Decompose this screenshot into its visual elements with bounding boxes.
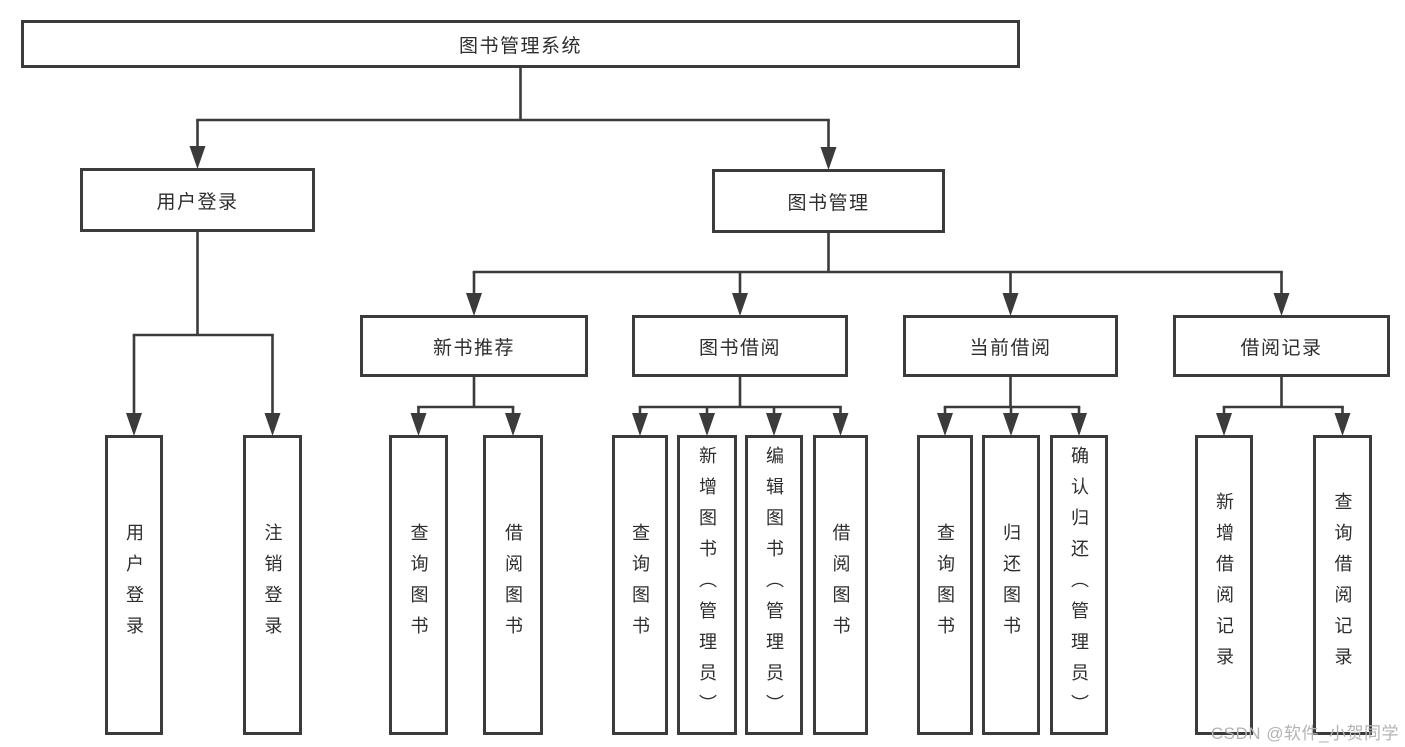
node-leaf-query-books-2: 查询图书 xyxy=(612,435,668,735)
arrowhead-icon xyxy=(699,413,715,436)
arrowhead-icon xyxy=(832,413,849,436)
node-label: 当前借阅 xyxy=(969,337,1052,359)
node-leaf-query-books-3: 查询图书 xyxy=(917,435,973,735)
node-leaf-add-books-admin: 新增图书（管理员） xyxy=(677,435,737,735)
arrowhead-icon xyxy=(937,413,953,436)
node-leaf-confirm-return-admin: 确认归还（管理员） xyxy=(1050,435,1108,735)
node-label: 查询图书 xyxy=(935,523,955,647)
node-branch-book-borrow: 图书借阅 xyxy=(632,315,848,377)
node-leaf-borrow-books-1: 借阅图书 xyxy=(483,435,543,735)
node-label: 借阅图书 xyxy=(503,523,523,647)
node-label: 图书借阅 xyxy=(698,337,781,359)
arrowhead-icon xyxy=(264,413,281,436)
node-label: 图书管理 xyxy=(787,192,870,214)
arrowhead-icon xyxy=(732,293,748,316)
node-leaf-query-borrow-record: 查询借阅记录 xyxy=(1313,435,1372,735)
node-label: 查询借阅记录 xyxy=(1332,492,1353,678)
arrowhead-icon xyxy=(1273,293,1290,316)
node-label: 用户登录 xyxy=(156,191,239,213)
node-branch-current-borrow: 当前借阅 xyxy=(903,315,1118,377)
arrowhead-icon xyxy=(505,413,521,436)
node-leaf-user-login: 用户登录 xyxy=(105,435,163,735)
node-label: 查询图书 xyxy=(408,523,429,647)
node-label: 借阅图书 xyxy=(830,523,851,647)
node-leaf-edit-books-admin: 编辑图书（管理员） xyxy=(745,435,803,735)
node-label: 确认归还（管理员） xyxy=(1069,445,1089,725)
arrowhead-icon xyxy=(466,293,482,316)
arrowhead-icon xyxy=(1002,293,1019,316)
node-label: 用户登录 xyxy=(124,523,144,647)
node-branch-new-book-recommend: 新书推荐 xyxy=(360,315,588,377)
node-leaf-return-books: 归还图书 xyxy=(982,435,1040,735)
node-label: 图书管理系统 xyxy=(458,35,582,57)
node-label: 查询图书 xyxy=(630,523,650,647)
arrowhead-icon xyxy=(1071,413,1087,436)
arrowhead-icon xyxy=(632,413,648,436)
node-root-system: 图书管理系统 xyxy=(21,20,1020,68)
csdn-watermark: CSDN @软件_小贺同学 xyxy=(1210,724,1399,743)
arrowhead-icon xyxy=(189,146,206,169)
node-label: 新增图书（管理员） xyxy=(697,445,717,725)
node-label: 编辑图书（管理员） xyxy=(764,445,784,725)
node-leaf-query-books-1: 查询图书 xyxy=(389,435,448,735)
arrowhead-icon xyxy=(820,147,837,170)
node-branch-book-management: 图书管理 xyxy=(712,169,945,233)
arrowhead-icon xyxy=(766,413,782,436)
node-leaf-borrow-books-2: 借阅图书 xyxy=(813,435,868,735)
node-branch-borrow-records: 借阅记录 xyxy=(1173,315,1390,377)
node-branch-user-login: 用户登录 xyxy=(80,168,315,232)
node-leaf-logout: 注销登录 xyxy=(243,435,302,735)
arrowhead-icon xyxy=(1003,413,1019,436)
arrowhead-icon xyxy=(1334,413,1351,436)
arrowhead-icon xyxy=(1216,413,1232,436)
arrowhead-icon xyxy=(410,413,427,436)
node-label: 新增借阅记录 xyxy=(1214,492,1234,678)
node-leaf-add-borrow-record: 新增借阅记录 xyxy=(1195,435,1253,735)
arrowhead-icon xyxy=(126,413,142,436)
node-label: 注销登录 xyxy=(262,523,283,647)
node-label: 归还图书 xyxy=(1001,523,1021,647)
node-label: 新书推荐 xyxy=(432,337,515,359)
node-label: 借阅记录 xyxy=(1240,337,1323,359)
